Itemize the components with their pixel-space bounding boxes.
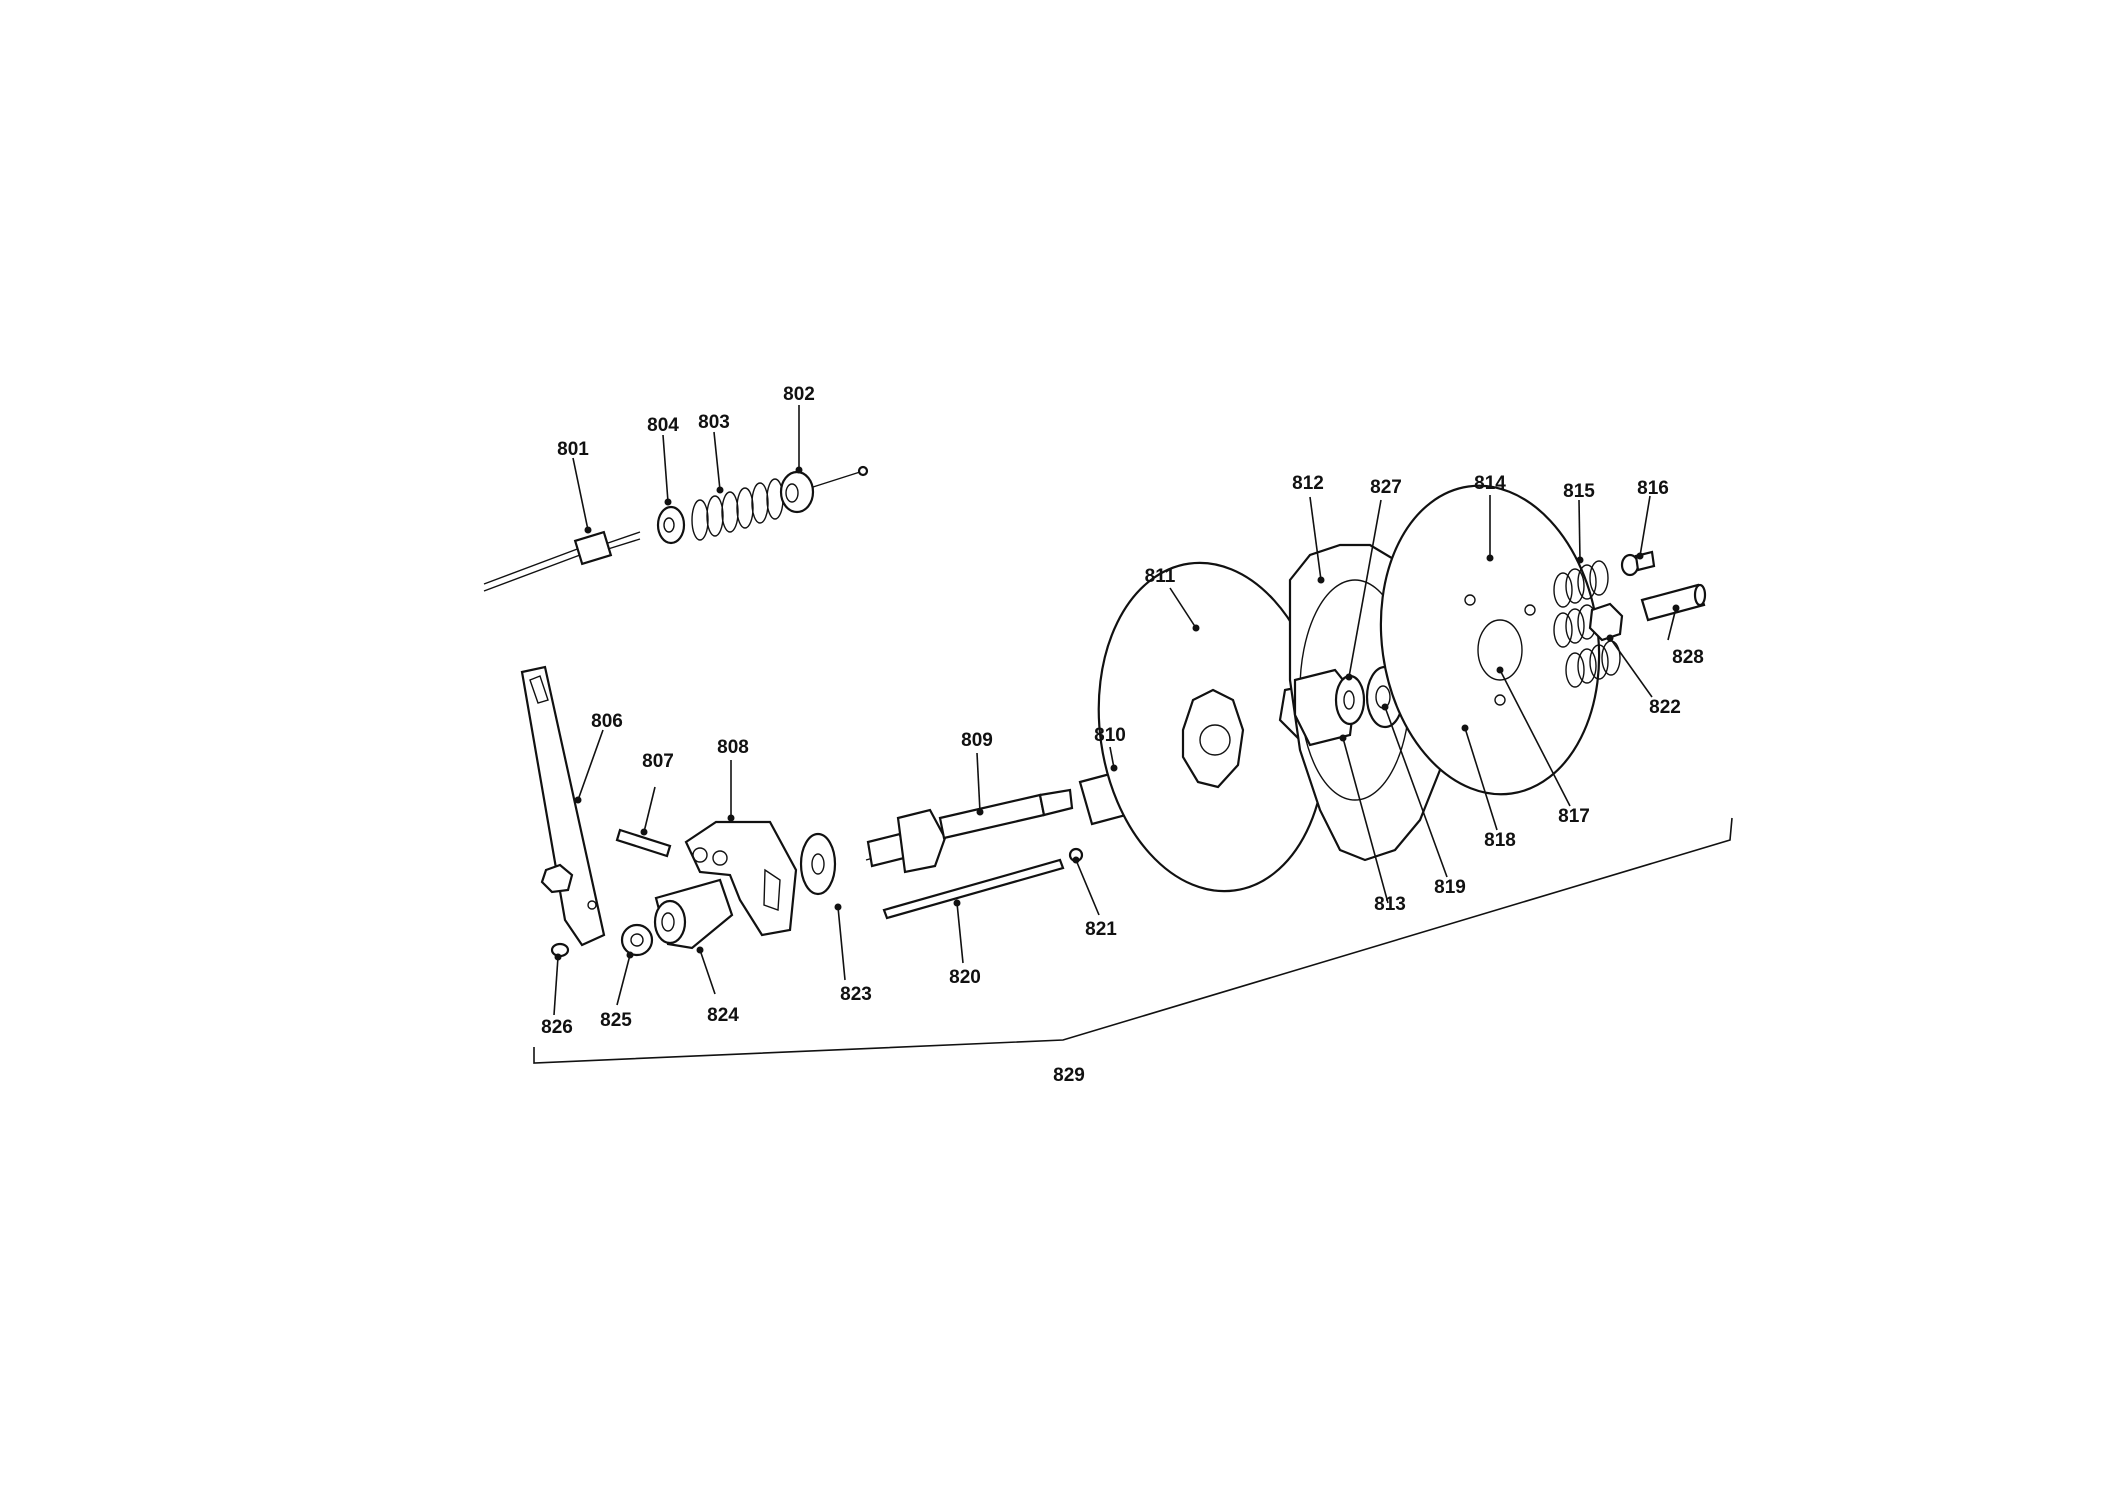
label-814: 814 xyxy=(1474,473,1506,494)
lever-806 xyxy=(520,665,606,958)
label-812: 812 xyxy=(1292,473,1324,494)
label-817: 817 xyxy=(1558,806,1590,827)
label-823: 823 xyxy=(840,984,872,1005)
bracket-808 xyxy=(684,820,798,937)
label-816: 816 xyxy=(1637,478,1669,499)
leader-lines xyxy=(553,405,1680,1016)
label-804: 804 xyxy=(647,415,679,436)
label-825: 825 xyxy=(600,1010,632,1031)
label-826: 826 xyxy=(541,1017,573,1038)
rod-820 xyxy=(882,858,1065,920)
pin-807 xyxy=(615,828,672,858)
label-815: 815 xyxy=(1563,481,1595,502)
label-810: 810 xyxy=(1094,725,1126,746)
threaded-rod-828 xyxy=(1640,583,1707,622)
label-808: 808 xyxy=(717,737,749,758)
label-827: 827 xyxy=(1370,477,1402,498)
washer-823 xyxy=(799,832,837,896)
label-819: 819 xyxy=(1434,877,1466,898)
cable-adjuster-nut xyxy=(573,530,613,566)
label-803: 803 xyxy=(698,412,730,433)
label-824: 824 xyxy=(707,1005,739,1026)
label-820: 820 xyxy=(949,967,981,988)
label-818: 818 xyxy=(1484,830,1516,851)
washer-804 xyxy=(656,505,686,545)
star-washer-825 xyxy=(620,923,654,957)
bolt-809 xyxy=(865,788,1074,874)
label-811: 811 xyxy=(1145,566,1176,587)
label-809: 809 xyxy=(961,730,993,751)
bracket-829 xyxy=(533,817,1733,1064)
label-821: 821 xyxy=(1085,919,1117,940)
nut-822 xyxy=(1588,602,1624,642)
label-807: 807 xyxy=(642,751,674,772)
part-labels: 801 802 803 804 806 807 808 809 810 811 … xyxy=(541,384,1704,1086)
label-828: 828 xyxy=(1672,647,1704,668)
cable-assembly xyxy=(483,465,869,592)
label-806: 806 xyxy=(591,711,623,732)
washer-827 xyxy=(1334,674,1366,726)
label-801: 801 xyxy=(557,439,589,460)
label-813: 813 xyxy=(1374,894,1406,915)
label-802: 802 xyxy=(783,384,815,405)
label-822: 822 xyxy=(1649,697,1681,718)
label-829: 829 xyxy=(1053,1065,1085,1086)
cam-824 xyxy=(653,878,734,950)
spring-803 xyxy=(691,478,784,541)
